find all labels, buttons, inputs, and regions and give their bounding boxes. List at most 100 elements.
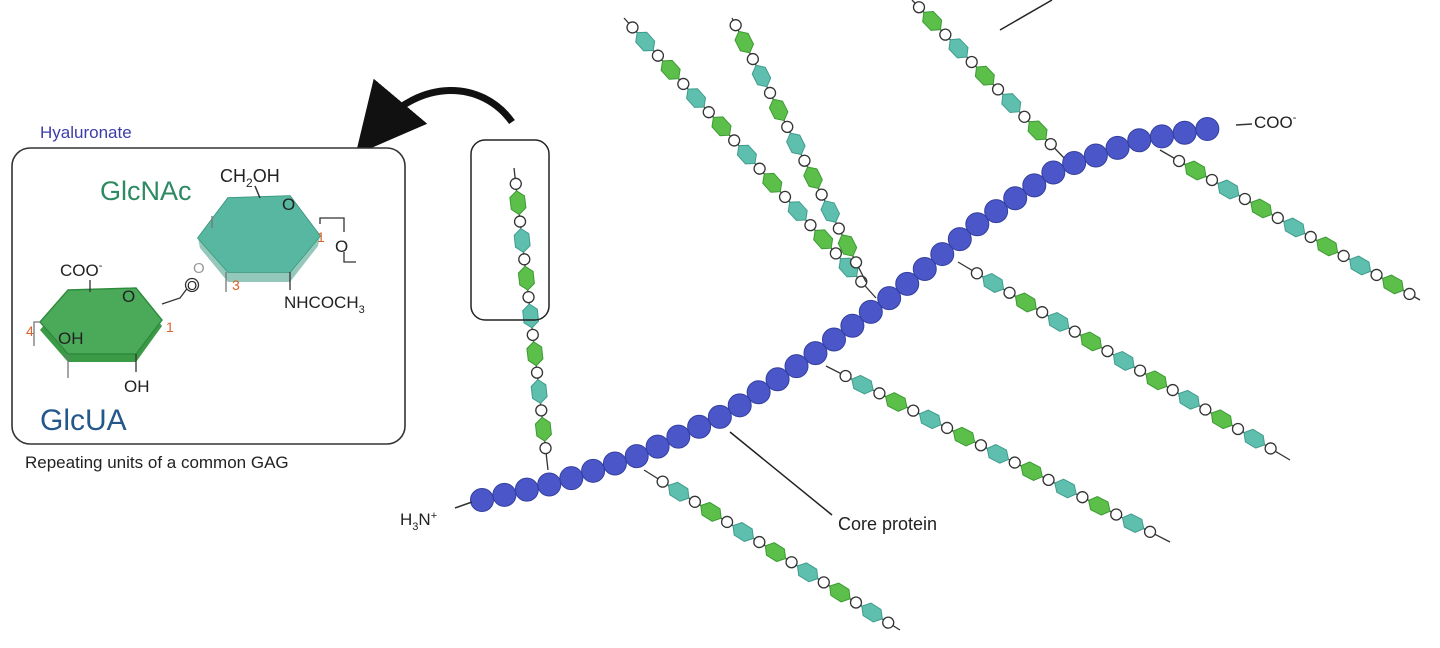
linkage-oxygen [882, 616, 895, 629]
svg-text:CH2OH: CH2OH [220, 166, 280, 190]
core-protein-bead [821, 327, 846, 352]
sugar-residue [686, 88, 707, 108]
linkage-oxygen [1008, 456, 1021, 469]
linkage-oxygen [974, 439, 988, 452]
core-protein-bead [947, 227, 972, 252]
linkage-oxygen [912, 1, 926, 14]
sugar-residue [732, 522, 754, 542]
linkage-oxygen [518, 253, 531, 266]
linkage-oxygen [746, 52, 759, 66]
glcua-ring [39, 287, 163, 362]
svg-text:COO-: COO- [60, 260, 103, 280]
sugar-residue [711, 116, 732, 137]
linkage-oxygen [1044, 137, 1057, 151]
sugar-residue [517, 265, 535, 291]
sugar-residue [1382, 274, 1404, 295]
linkage-oxygen [1133, 364, 1147, 377]
linkage-oxygen [1231, 422, 1245, 436]
core-protein-bead [492, 482, 517, 507]
core-protein-bead [840, 313, 865, 338]
sugar-residue [668, 481, 690, 502]
core-protein-bead [602, 451, 627, 476]
gag-chain [729, 17, 867, 283]
sugar-residue [1112, 350, 1135, 371]
core-protein-bead [1041, 160, 1066, 185]
svg-text:COO-: COO- [1254, 112, 1297, 132]
sugar-residue [1020, 461, 1043, 482]
linkage-oxygen [829, 247, 843, 260]
core-protein-bead [1022, 173, 1047, 198]
svg-text:NHCOCH3: NHCOCH3 [284, 293, 365, 316]
core-protein-bead [858, 299, 883, 324]
gag-chain [911, 0, 1067, 161]
sugar-residue [1027, 120, 1048, 141]
sugar-residue [1217, 179, 1240, 200]
linkage-oxygen [940, 421, 954, 435]
linkage-oxygen [753, 535, 766, 549]
core-protein-bead [514, 477, 539, 502]
linkage-oxygen [1370, 268, 1383, 282]
sugar-residue [982, 273, 1005, 293]
sugar-residue [1054, 478, 1077, 499]
sugar-residue [861, 602, 883, 623]
callout-line-top [999, 0, 1053, 31]
gag-chain [825, 365, 1171, 543]
core-protein-chain [470, 117, 1220, 512]
linkage-oxygen [991, 83, 1005, 96]
sugar-residue [787, 201, 808, 221]
svg-text:1: 1 [166, 319, 174, 335]
core-protein-bead [1172, 120, 1197, 145]
linkage-oxygen [839, 369, 852, 383]
linkage-oxygen [513, 215, 527, 228]
linkage-oxygen [1036, 306, 1049, 319]
linkage-oxygen [535, 404, 548, 417]
core-protein-bead [559, 466, 584, 491]
sugar-residue [803, 166, 823, 189]
gag-chains [509, 0, 1421, 631]
linkage-oxygen [815, 188, 828, 201]
sugar-residue [851, 374, 874, 395]
linkage-oxygen [702, 106, 715, 119]
gag-chain [623, 17, 877, 299]
svg-text:4: 4 [26, 323, 34, 339]
core-protein-bead [645, 434, 670, 459]
sugar-residue [1047, 311, 1070, 332]
gag-chain [1159, 149, 1421, 301]
linkage-oxygen [1205, 173, 1219, 187]
core-protein-bead [895, 271, 920, 296]
svg-text:O: O [187, 278, 197, 293]
linkage-oxygen [763, 86, 777, 100]
linkage-oxygen [1271, 211, 1284, 225]
arrow-curved-icon [355, 78, 515, 155]
core-protein-bead [984, 199, 1009, 224]
sugar-residue [762, 172, 783, 193]
sugar-residue [813, 229, 834, 250]
sugar-residue [1349, 255, 1372, 276]
sugar-residue [1243, 428, 1266, 449]
core-protein-bead [581, 458, 606, 483]
linkage-oxygen [530, 366, 544, 379]
linkage-oxygen [526, 328, 539, 342]
gag-chain [643, 469, 901, 631]
sugar-residue [736, 144, 757, 165]
sugar-residue [948, 38, 969, 59]
linkage-oxygen [781, 120, 794, 133]
linkage-oxygen [1003, 286, 1016, 299]
core-protein-bead [746, 380, 771, 405]
linkage-oxygen [729, 19, 742, 32]
core-protein-bead [727, 393, 752, 418]
repeating-unit-highlight [470, 139, 550, 321]
linkage-oxygen [677, 77, 690, 91]
sugar-residue [734, 30, 755, 54]
linkage-oxygen [804, 219, 817, 232]
sugar-residue [526, 341, 544, 367]
svg-text:O: O [193, 260, 205, 277]
core-protein-bead [784, 354, 809, 379]
sugar-residue [1283, 217, 1306, 238]
linkage-oxygen [1172, 154, 1186, 168]
linkage-oxygen [817, 576, 830, 589]
linkage-oxygen [1238, 192, 1252, 206]
sugar-residue [1184, 160, 1207, 181]
sugar-residue [522, 303, 540, 329]
